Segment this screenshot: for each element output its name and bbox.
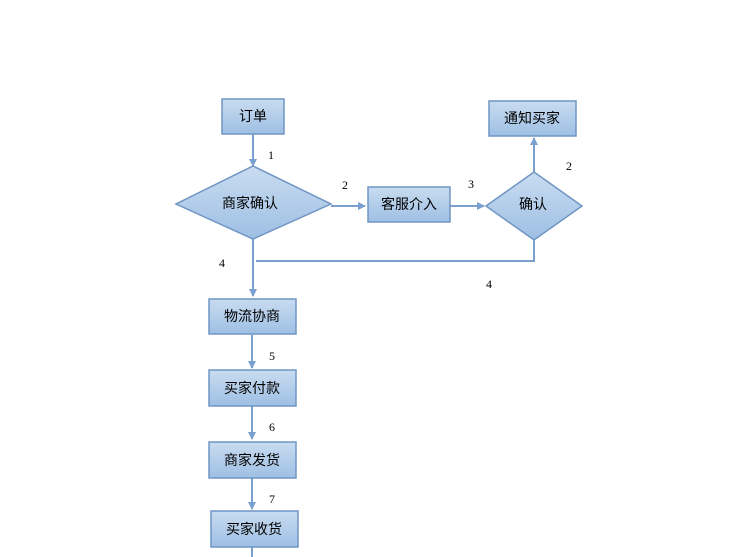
step-5: 5 [269,349,275,363]
merchant-ship-label: 商家发货 [224,452,280,469]
connectors [248,134,538,557]
edge-confirm-to-logistics [256,240,535,262]
buyer-pay-box [208,369,297,407]
confirm-diamond [484,171,584,241]
buyer-pay-label: 买家付款 [224,380,280,397]
logistics-label: 物流协商 [224,309,280,325]
step-4-left: 4 [219,256,225,270]
step-6: 6 [269,420,275,434]
customer-service-box [367,186,451,223]
node-labels: 订单 商家确认 客服介入 确认 通知买家 物流协商 买家付款 商家发货 买家收货 [222,109,560,538]
order-box [221,98,285,135]
step-1: 1 [268,148,274,162]
step-2-service: 2 [342,178,348,192]
order-label: 订单 [239,109,267,125]
step-7: 7 [269,492,275,506]
step-2-notify: 2 [566,159,572,173]
buyer-receive-box [210,510,299,548]
notify-buyer-box [488,100,577,137]
logistics-box [208,298,297,335]
shapes [174,98,584,548]
notify-buyer-label: 通知买家 [504,110,560,127]
merchant-confirm-diamond [174,165,333,240]
step-3: 3 [468,177,474,191]
merchant-confirm-label: 商家确认 [222,195,278,212]
confirm-label: 确认 [519,197,547,213]
buyer-receive-label: 买家收货 [226,521,282,538]
step-4-right: 4 [486,277,492,291]
customer-service-label: 客服介入 [381,196,437,213]
merchant-ship-box [208,441,297,479]
step-labels: 1 2 3 2 4 4 5 6 7 [219,148,572,506]
